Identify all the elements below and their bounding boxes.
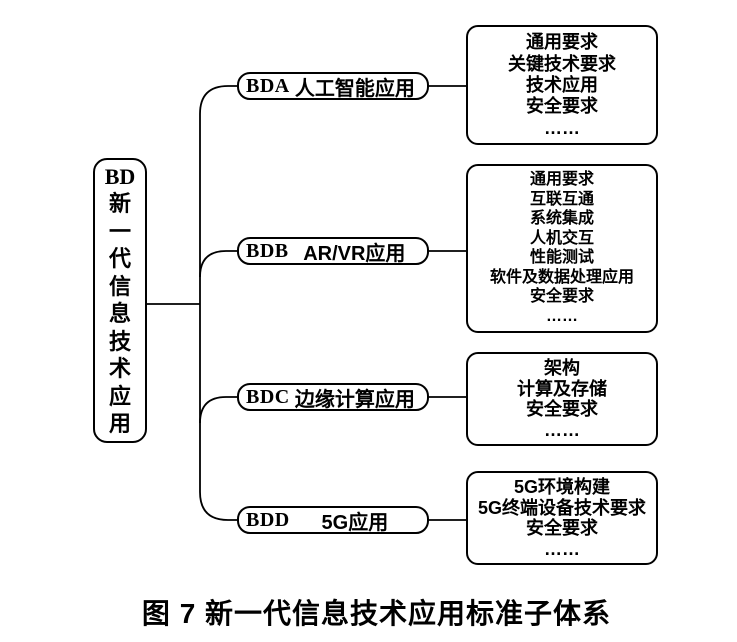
- leaf-item: 安全要求: [526, 399, 598, 420]
- branch-node-bda: BDA 人工智能应用: [237, 72, 429, 100]
- leaf-item-ellipsis: ……: [544, 117, 580, 138]
- branch-code: BDC: [246, 385, 290, 408]
- leaf-item: 5G环境构建: [513, 477, 610, 498]
- leaf-item: 关键技术要求: [508, 53, 616, 74]
- root-line: 信: [108, 273, 131, 299]
- leaf-item: 安全要求: [526, 96, 598, 117]
- root-line: 术: [108, 356, 131, 382]
- branch-label: 人工智能应用: [294, 77, 415, 100]
- root-line: 新: [108, 191, 131, 217]
- branch-label: AR/VR应用: [303, 242, 406, 265]
- leaf-box-bda: 通用要求 关键技术要求 技术应用 安全要求 ……: [466, 25, 658, 145]
- branch-code: BDB: [246, 239, 289, 262]
- branch-node-bdb: BDB AR/VR应用: [237, 237, 429, 265]
- branch-code: BDA: [246, 74, 290, 97]
- branch-bdb-elbow: [199, 250, 237, 278]
- branch-label: 边缘计算应用: [294, 388, 415, 411]
- leaf-item: 安全要求: [526, 518, 598, 539]
- leaf-item: 安全要求: [529, 288, 594, 306]
- root-line: 一: [108, 218, 131, 244]
- leaf-box-bdb: 通用要求 互联互通 系统集成 人机交互 性能测试 软件及数据处理应用 安全要求 …: [466, 164, 658, 333]
- leaf-item: 系统集成: [529, 210, 594, 228]
- leaf-item: 人机交互: [529, 229, 594, 247]
- root-line: 息: [108, 301, 131, 327]
- branch-node-bdc: BDC 边缘计算应用: [237, 383, 429, 411]
- leaf-item: 软件及数据处理应用: [489, 268, 634, 286]
- leaf-item: 互联互通: [529, 190, 594, 208]
- leaf-item-ellipsis: ……: [546, 307, 578, 325]
- leaf-item: 技术应用: [526, 74, 598, 95]
- branch-code: BDD: [246, 508, 290, 531]
- leaf-box-bdd: 5G环境构建 5G终端设备技术要求 安全要求 ……: [466, 471, 658, 565]
- leaf-item: 通用要求: [529, 171, 594, 189]
- root-line: BD: [104, 163, 136, 189]
- leaf-item-ellipsis: ……: [544, 538, 580, 559]
- leaf-item: 通用要求: [526, 32, 598, 53]
- branch-bdc-elbow: [199, 396, 237, 424]
- leaf-item: 计算及存储: [517, 378, 607, 399]
- figure-caption: 图 7 新一代信息技术应用标准子体系: [141, 598, 612, 629]
- leaf-item: 5G终端设备技术要求: [477, 497, 646, 518]
- root-line: 用: [108, 411, 131, 437]
- trunk-line: [199, 85, 237, 521]
- root-line: 技: [108, 328, 131, 354]
- leaf-item: 架构: [544, 358, 580, 379]
- root-node-bd: BD 新 一 代 信 息 技 术 应 用: [93, 158, 147, 443]
- root-line: 应: [108, 383, 131, 409]
- branch-node-bdd: BDD 5G应用: [237, 506, 429, 534]
- leaf-item: 性能测试: [529, 249, 594, 267]
- leaf-item-ellipsis: ……: [544, 419, 580, 440]
- branch-label: 5G应用: [321, 511, 389, 534]
- leaf-box-bdc: 架构 计算及存储 安全要求 ……: [466, 352, 658, 446]
- root-line: 代: [108, 246, 131, 272]
